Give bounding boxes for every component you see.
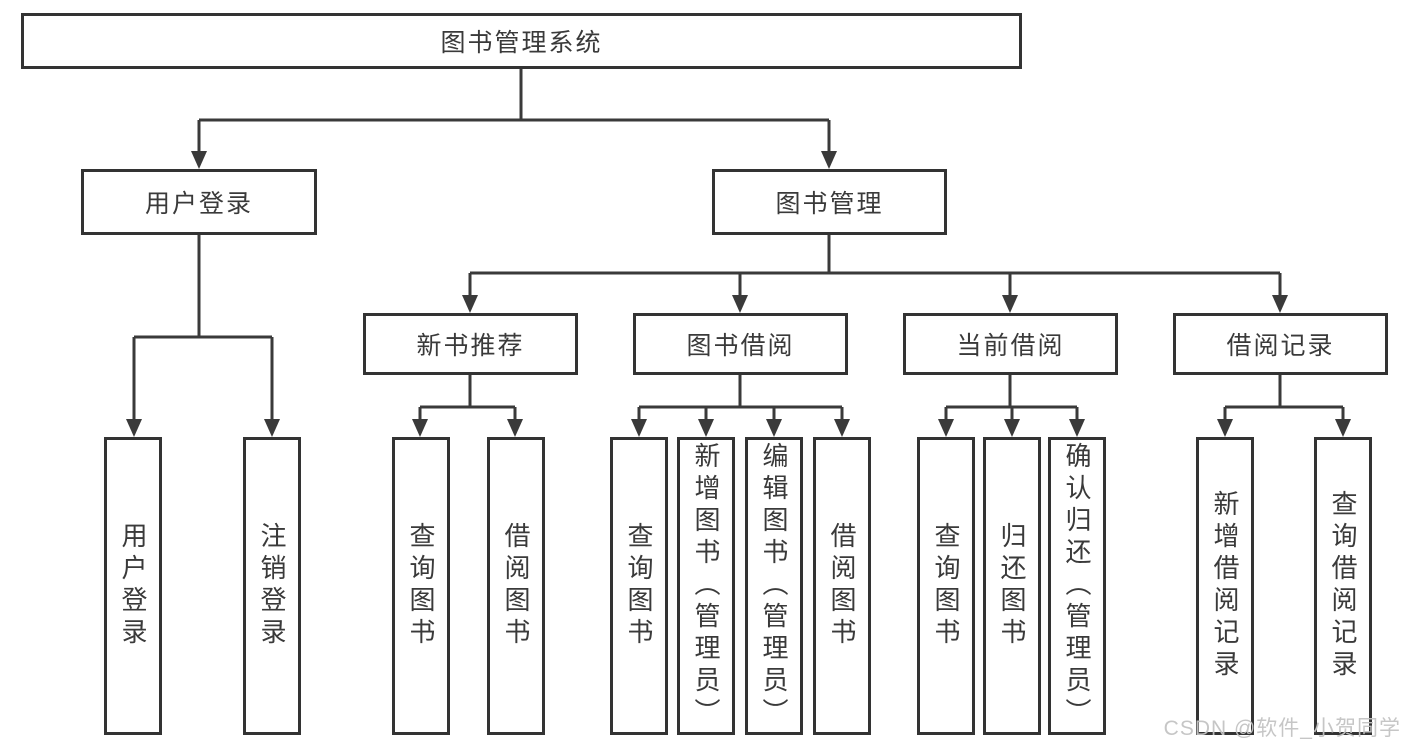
- node-user-login: 用户登录: [81, 169, 317, 235]
- node-current-borrow-label: 当前借阅: [956, 332, 1065, 360]
- leaf-query-borrow-record-label: 查询借阅记录: [1328, 490, 1358, 682]
- leaf-add-borrow-record-label: 新增借阅记录: [1210, 490, 1240, 682]
- leaf-user-login: 用户登录: [104, 437, 162, 735]
- leaf-confirm-return-admin: 确认归还（管理员）: [1048, 437, 1106, 735]
- leaf-add-book-admin: 新增图书（管理员）: [677, 437, 735, 735]
- leaf-edit-book-admin-label: 编辑图书（管理员）: [759, 442, 789, 730]
- node-root-system: 图书管理系统: [21, 13, 1022, 69]
- csdn-watermark: CSDN @软件_小贺同学: [1163, 717, 1401, 740]
- node-new-book-recommend: 新书推荐: [363, 313, 578, 375]
- leaf-confirm-return-admin-label: 确认归还（管理员）: [1062, 442, 1092, 730]
- leaf-borrow-book-label: 借阅图书: [827, 522, 857, 650]
- leaf-query-borrow-record: 查询借阅记录: [1314, 437, 1372, 735]
- leaf-return-book: 归还图书: [983, 437, 1041, 735]
- leaf-logout: 注销登录: [243, 437, 301, 735]
- leaf-return-book-label: 归还图书: [997, 522, 1027, 650]
- leaf-borrow-query-book: 查询图书: [610, 437, 668, 735]
- node-new-book-recommend-label: 新书推荐: [416, 332, 525, 360]
- leaf-current-query-book: 查询图书: [917, 437, 975, 735]
- node-borrow-record-label: 借阅记录: [1226, 332, 1335, 360]
- node-root-label: 图书管理系统: [440, 29, 603, 57]
- leaf-recommend-borrow-book-label: 借阅图书: [501, 522, 531, 650]
- leaf-recommend-query-book: 查询图书: [392, 437, 450, 735]
- node-book-borrow: 图书借阅: [633, 313, 848, 375]
- node-current-borrow: 当前借阅: [903, 313, 1118, 375]
- node-user-login-label: 用户登录: [144, 190, 253, 218]
- node-book-borrow-label: 图书借阅: [686, 332, 795, 360]
- leaf-edit-book-admin: 编辑图书（管理员）: [745, 437, 803, 735]
- leaf-recommend-query-book-label: 查询图书: [406, 522, 436, 650]
- leaf-borrow-book: 借阅图书: [813, 437, 871, 735]
- leaf-borrow-query-book-label: 查询图书: [624, 522, 654, 650]
- leaf-add-book-admin-label: 新增图书（管理员）: [691, 442, 721, 730]
- leaf-recommend-borrow-book: 借阅图书: [487, 437, 545, 735]
- leaf-user-login-label: 用户登录: [118, 522, 148, 650]
- node-book-management: 图书管理: [712, 169, 947, 235]
- node-book-management-label: 图书管理: [775, 190, 884, 218]
- leaf-current-query-book-label: 查询图书: [931, 522, 961, 650]
- leaf-add-borrow-record: 新增借阅记录: [1196, 437, 1254, 735]
- node-borrow-record: 借阅记录: [1173, 313, 1388, 375]
- leaf-logout-label: 注销登录: [257, 522, 287, 650]
